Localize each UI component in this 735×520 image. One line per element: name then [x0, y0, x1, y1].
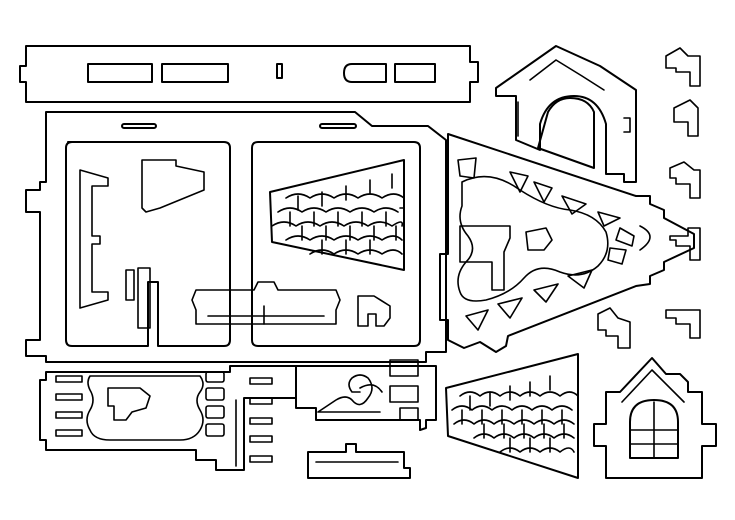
ornament-scroll: [317, 374, 383, 413]
bench-panel: [39, 365, 297, 471]
top-rail: [19, 45, 479, 103]
main-frame-board: [25, 111, 447, 363]
small-house-front: [593, 357, 717, 479]
bracket-pieces: [597, 47, 701, 349]
fence-panel: [285, 359, 437, 431]
base-bar: [307, 443, 411, 479]
roof-panel-small: [445, 353, 579, 479]
roof-panel-large: [269, 159, 405, 271]
front-arch-frame: [495, 45, 637, 183]
gable-triangle: [439, 133, 695, 353]
